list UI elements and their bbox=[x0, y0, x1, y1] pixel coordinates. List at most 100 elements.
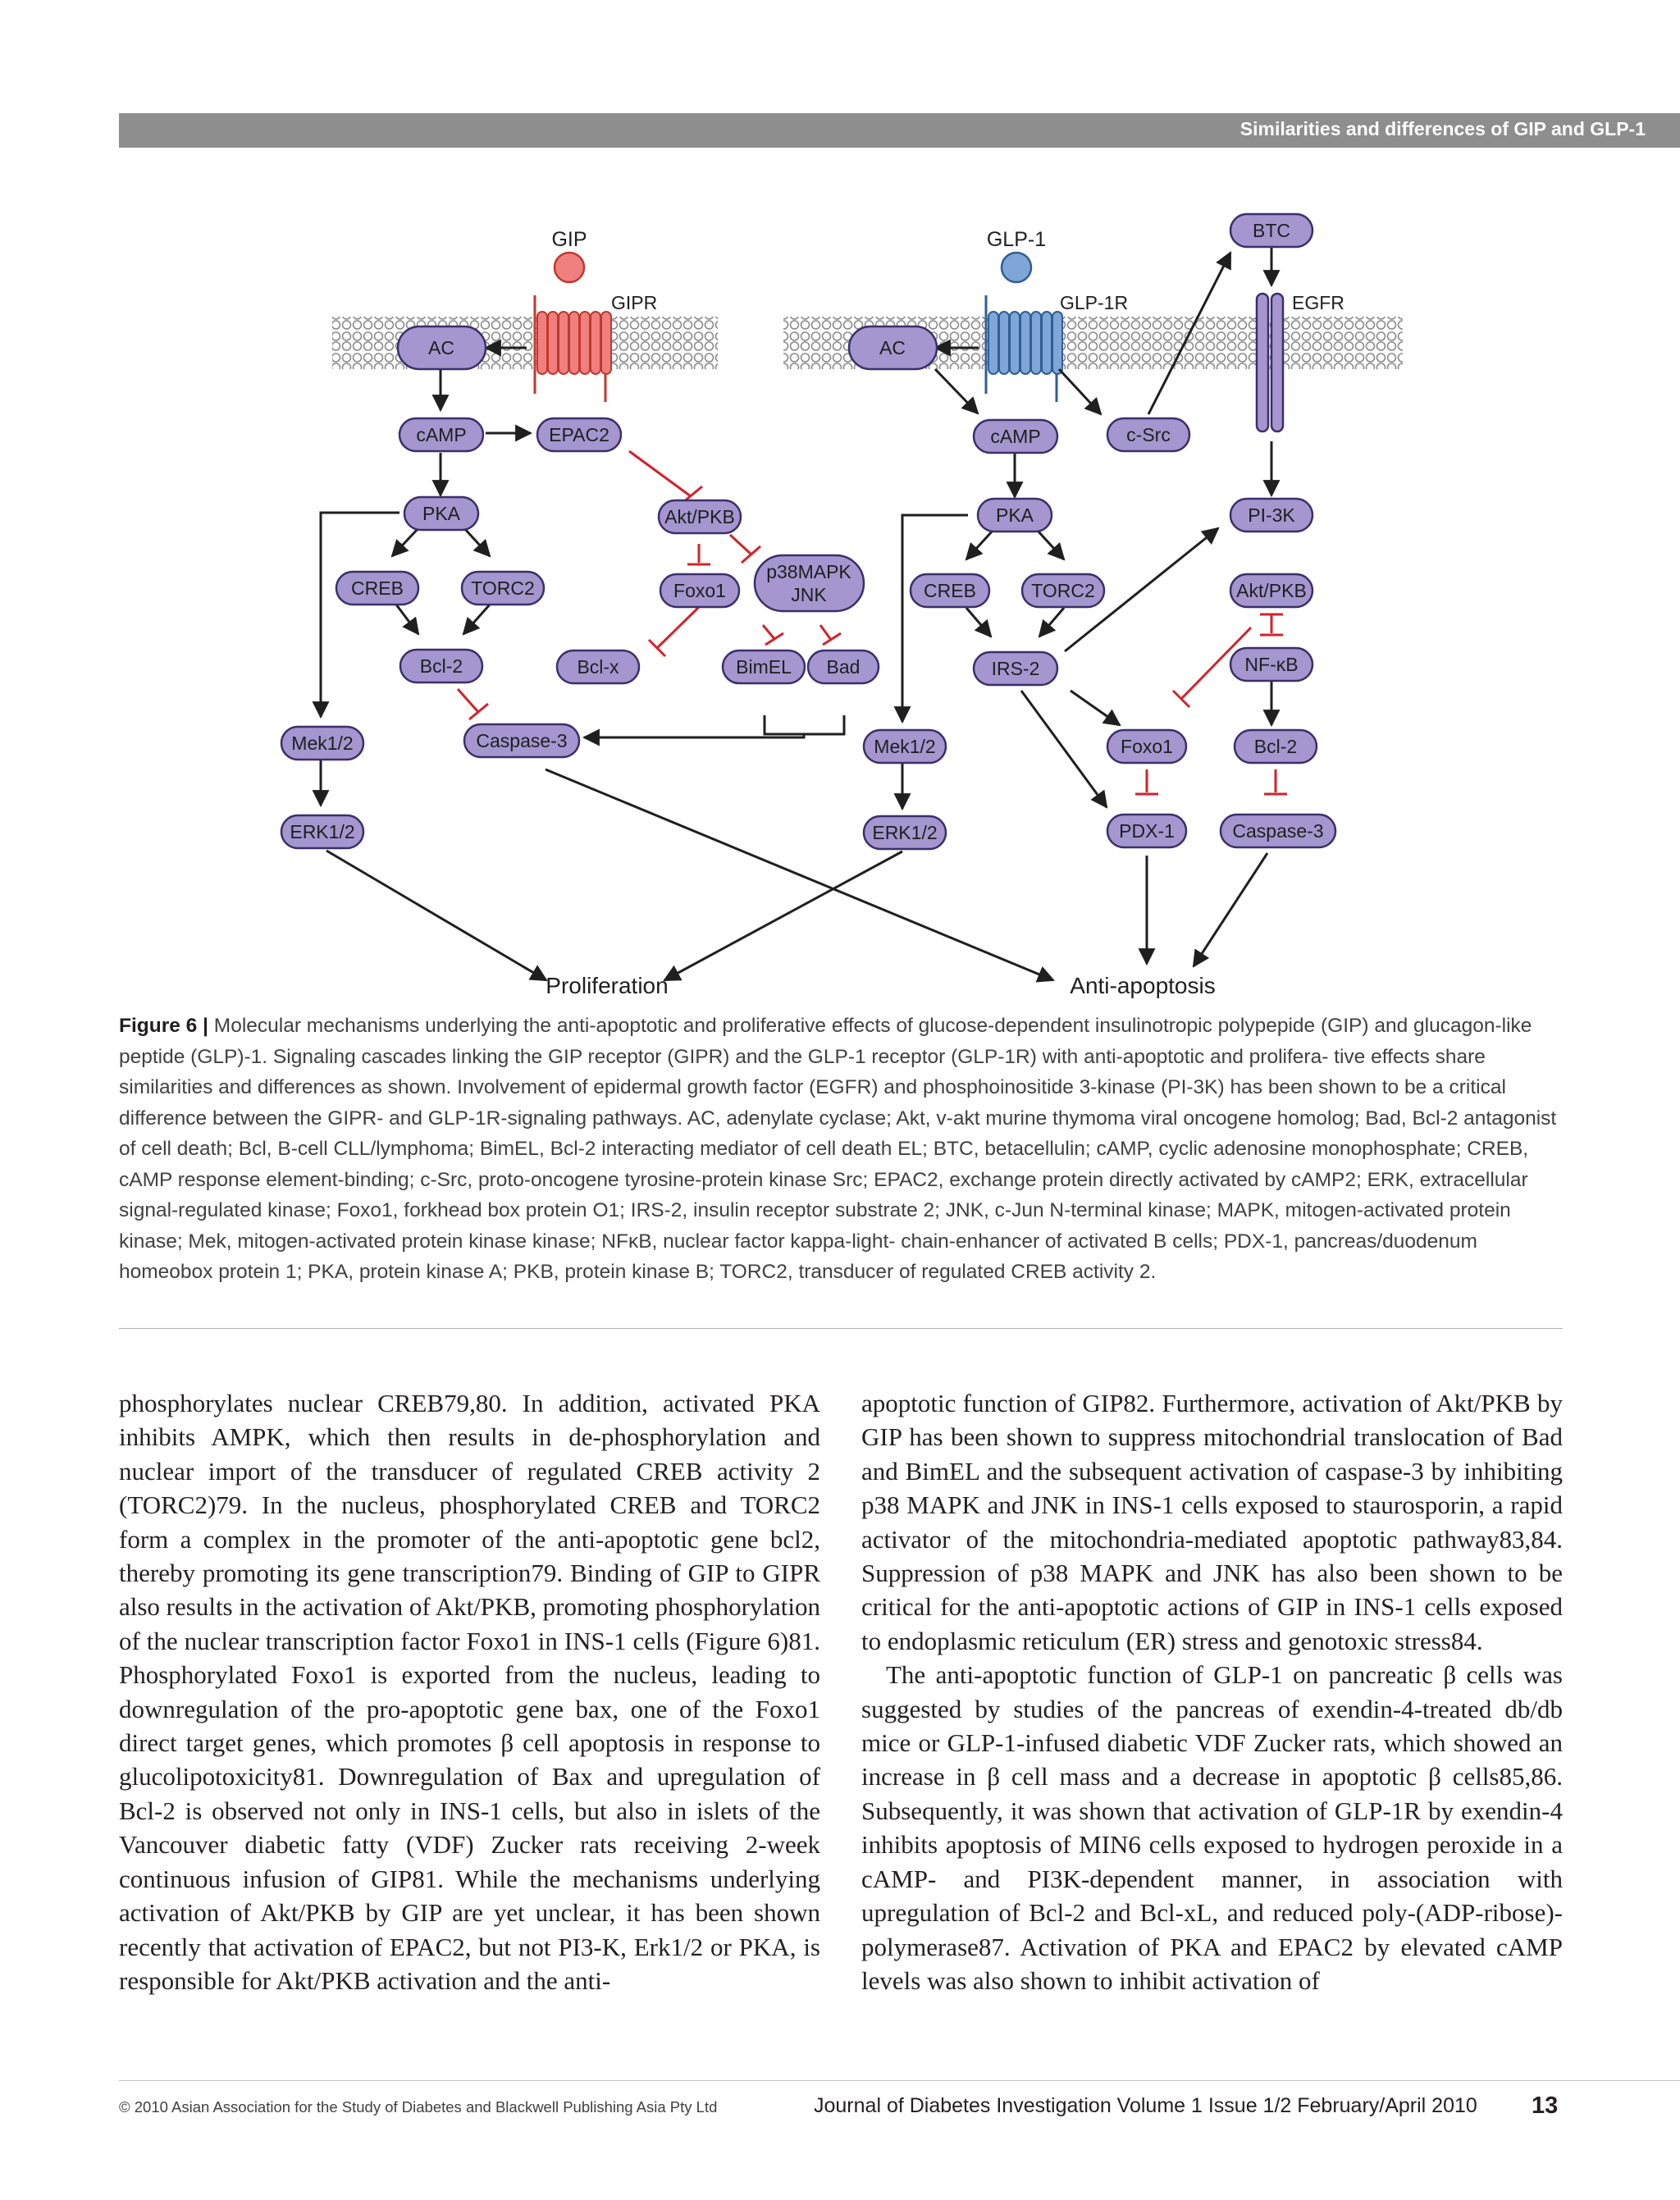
svg-text:PDX-1: PDX-1 bbox=[1119, 820, 1175, 842]
right-erk-node: ERK1/2 bbox=[862, 815, 947, 851]
svg-text:AC: AC bbox=[879, 337, 906, 358]
right-pka-node: PKA bbox=[976, 497, 1053, 533]
svg-text:AC: AC bbox=[428, 337, 454, 358]
body-paragraph: apoptotic function of GIP82. Furthermore… bbox=[861, 1389, 1563, 1655]
footer-journal-info: Journal of Diabetes Investigation Volume… bbox=[814, 2094, 1477, 2117]
svg-text:Foxo1: Foxo1 bbox=[1121, 736, 1173, 757]
svg-text:NF-κB: NF-κB bbox=[1244, 654, 1298, 675]
glp1r-label: GLP-1R bbox=[1060, 292, 1128, 313]
right-camp-node: cAMP bbox=[972, 418, 1059, 454]
right-csrc-node: c-Src bbox=[1106, 417, 1191, 453]
caption-divider bbox=[119, 1328, 1563, 1329]
svg-text:Mek1/2: Mek1/2 bbox=[874, 736, 935, 757]
left-bclx-node: Bcl-x bbox=[555, 649, 641, 685]
svg-text:p38MAPK: p38MAPK bbox=[766, 561, 851, 582]
gip-label: GIP bbox=[551, 228, 587, 251]
footer-divider bbox=[119, 2080, 1680, 2081]
left-bad-node: Bad bbox=[806, 649, 880, 685]
right-torc2-node: TORC2 bbox=[1020, 573, 1106, 609]
right-creb-node: CREB bbox=[909, 573, 991, 609]
left-cell-membrane bbox=[332, 317, 718, 369]
caption-line: glucagon-like peptide (GLP)-1. Signaling… bbox=[119, 1015, 1532, 1068]
right-irs2-node: IRS-2 bbox=[972, 650, 1059, 687]
svg-text:TORC2: TORC2 bbox=[471, 577, 535, 599]
left-pka-node: PKA bbox=[403, 495, 480, 532]
svg-text:JNK: JNK bbox=[791, 584, 827, 605]
svg-text:ERK1/2: ERK1/2 bbox=[290, 821, 354, 842]
svg-text:PKA: PKA bbox=[996, 504, 1034, 526]
right-nfkb-node: NF-κB bbox=[1229, 646, 1314, 682]
svg-text:Caspase-3: Caspase-3 bbox=[476, 730, 567, 751]
caption-line: been shown to be a critical difference b… bbox=[119, 1076, 1506, 1130]
proliferation-label: Proliferation bbox=[546, 973, 668, 998]
caption-line: of regulated CREB activity 2. bbox=[899, 1261, 1157, 1283]
right-pi3k-node: PI-3K bbox=[1229, 497, 1314, 533]
svg-text:Caspase-3: Caspase-3 bbox=[1232, 820, 1323, 842]
egfr-label: EGFR bbox=[1292, 292, 1344, 313]
caption-line: cAMP, cyclic adenosine monophosphate; CR… bbox=[119, 1138, 1529, 1191]
svg-text:PI-3K: PI-3K bbox=[1248, 504, 1295, 526]
left-torc2-node: TORC2 bbox=[460, 570, 546, 606]
body-paragraph: phosphorylates nuclear CREB79,80. In add… bbox=[119, 1389, 821, 1995]
right-mek-node: Mek1/2 bbox=[862, 728, 947, 765]
glp1-label: GLP-1 bbox=[987, 228, 1046, 251]
running-header-title: Similarities and differences of GIP and … bbox=[1239, 118, 1646, 139]
left-mek-node: Mek1/2 bbox=[280, 725, 365, 761]
caption-line: oncogene homolog; Bad, Bcl-2 antagonist … bbox=[119, 1107, 1557, 1161]
svg-text:CREB: CREB bbox=[351, 577, 404, 599]
glp1r-receptor-icon bbox=[984, 295, 1063, 402]
left-epac2-node: EPAC2 bbox=[536, 417, 623, 453]
left-akt-node: Akt/PKB bbox=[657, 499, 742, 535]
anti-apoptosis-label: Anti-apoptosis bbox=[1070, 973, 1215, 998]
svg-text:Mek1/2: Mek1/2 bbox=[291, 733, 353, 754]
left-foxo1-node: Foxo1 bbox=[659, 573, 741, 609]
caption-line: tive effects share similarities and diff… bbox=[119, 1045, 1486, 1099]
svg-text:Foxo1: Foxo1 bbox=[673, 580, 726, 601]
svg-text:Bcl-2: Bcl-2 bbox=[420, 655, 463, 677]
svg-text:PKA: PKA bbox=[422, 503, 461, 524]
right-caspase3-node: Caspase-3 bbox=[1219, 813, 1337, 849]
left-camp-node: cAMP bbox=[398, 417, 485, 453]
body-paragraph: The anti-apoptotic function of GLP-1 on … bbox=[861, 1660, 1563, 1995]
left-creb-node: CREB bbox=[335, 570, 420, 606]
svg-text:TORC2: TORC2 bbox=[1031, 580, 1095, 601]
glp1-ligand-icon bbox=[1000, 251, 1033, 284]
svg-text:ERK1/2: ERK1/2 bbox=[872, 822, 937, 843]
svg-text:Akt/PKB: Akt/PKB bbox=[664, 506, 735, 527]
left-ac-node: AC bbox=[396, 325, 487, 371]
svg-text:EPAC2: EPAC2 bbox=[549, 424, 609, 445]
svg-text:Bcl-2: Bcl-2 bbox=[1254, 736, 1297, 757]
svg-text:cAMP: cAMP bbox=[990, 426, 1040, 447]
right-ac-node: AC bbox=[847, 325, 938, 371]
svg-text:Bad: Bad bbox=[827, 656, 861, 678]
right-bcl2-node: Bcl-2 bbox=[1233, 728, 1318, 765]
activation-arrows bbox=[312, 246, 1281, 983]
caption-line: Molecular mechanisms underlying the anti… bbox=[213, 1015, 1408, 1037]
body-left-column: phosphorylates nuclear CREB79,80. In add… bbox=[119, 1386, 820, 1997]
svg-text:BimEL: BimEL bbox=[736, 656, 792, 678]
gipr-receptor-icon bbox=[533, 295, 612, 402]
caption-line: JNK, c-Jun N-terminal kinase; MAPK, mito… bbox=[119, 1199, 1511, 1253]
running-header-bar: Similarities and differences of GIP and … bbox=[119, 113, 1680, 148]
egfr-receptor-icon bbox=[1255, 292, 1285, 433]
svg-text:cAMP: cAMP bbox=[416, 424, 466, 445]
right-pdx1-node: PDX-1 bbox=[1106, 813, 1188, 849]
figure-caption: Figure 6 | Molecular mechanisms underlyi… bbox=[119, 1011, 1563, 1288]
svg-text:CREB: CREB bbox=[924, 580, 976, 601]
right-foxo1-node: Foxo1 bbox=[1106, 728, 1188, 765]
svg-text:IRS-2: IRS-2 bbox=[992, 658, 1040, 679]
body-right-column: apoptotic function of GIP82. Furthermore… bbox=[861, 1386, 1563, 1997]
figure-label: Figure 6 | bbox=[119, 1015, 208, 1037]
gip-ligand-icon bbox=[553, 251, 586, 284]
svg-text:Akt/PKB: Akt/PKB bbox=[1236, 580, 1307, 601]
left-bcl2-node: Bcl-2 bbox=[399, 648, 484, 684]
signaling-pathway-figure: GIP GIPR GLP-1 GLP-1R EGFR bbox=[280, 212, 1403, 998]
right-akt-node: Akt/PKB bbox=[1229, 573, 1314, 609]
page-number: 13 bbox=[1532, 2093, 1559, 2119]
left-erk-node: ERK1/2 bbox=[280, 814, 365, 850]
caption-line: protein directly activated by cAMP2; ERK… bbox=[119, 1168, 1528, 1222]
svg-text:c-Src: c-Src bbox=[1126, 424, 1171, 445]
gipr-label: GIPR bbox=[611, 292, 657, 313]
inhibition-lines bbox=[456, 450, 1287, 796]
